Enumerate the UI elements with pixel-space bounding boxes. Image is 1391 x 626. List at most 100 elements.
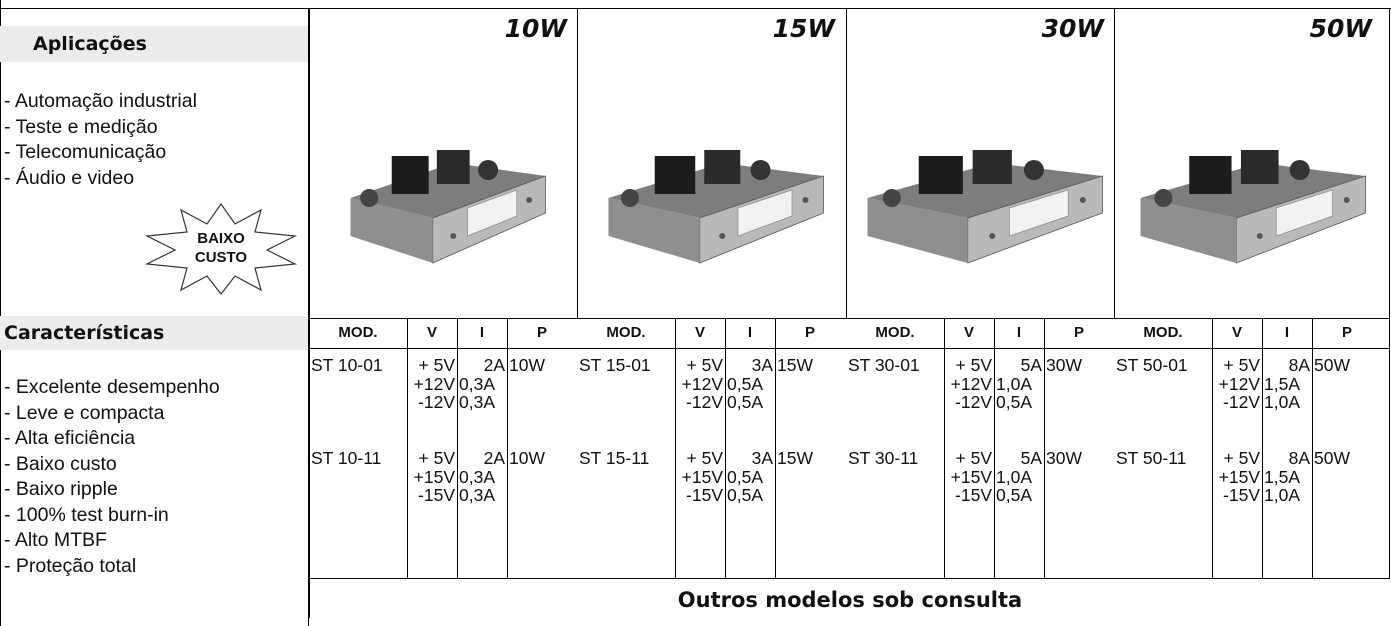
right-border (1389, 8, 1390, 318)
group-divider (846, 8, 847, 318)
column-divider (1262, 318, 1263, 578)
power-cell: 15W (777, 448, 813, 468)
column-header-v: V (1231, 324, 1242, 341)
watt-heading: 30W (1041, 14, 1104, 43)
column-header-mod: MOD. (875, 324, 915, 341)
badge-line-1: BAIXO (197, 230, 245, 247)
column-divider (725, 318, 726, 578)
power-supply-image (846, 58, 1114, 308)
model-cell: ST 50-01 (1116, 355, 1188, 375)
column-divider (1044, 318, 1045, 578)
voltage-cell: + 5V +12V -12V (681, 355, 723, 412)
power-supply-image (309, 58, 577, 308)
list-item: - Leve e compacta (4, 401, 165, 424)
caracteristicas-list: - Excelente desempenho - Leve e compacta… (4, 375, 220, 579)
watt-heading: 50W (1309, 14, 1372, 43)
group-divider (577, 8, 578, 318)
column-header-i: I (747, 324, 753, 341)
power-cell: 10W (509, 448, 545, 468)
voltage-cell: + 5V +15V -15V (413, 448, 455, 505)
power-supply-photo (608, 150, 824, 264)
starburst-icon (144, 202, 298, 295)
model-cell: ST 30-11 (848, 448, 919, 468)
voltage-cell: + 5V +15V -15V (1218, 448, 1260, 505)
power-cell: 15W (777, 355, 813, 375)
column-header-p: P (1341, 324, 1352, 341)
power-cell: 30W (1046, 355, 1082, 375)
list-item: - Proteção total (4, 554, 137, 577)
column-header-v: V (963, 324, 974, 341)
column-header-v: V (694, 324, 705, 341)
left-border (0, 0, 1, 626)
power-cell: 50W (1314, 355, 1350, 375)
column-divider (994, 318, 995, 578)
power-supply-photo (350, 150, 546, 264)
group-divider (309, 8, 310, 618)
list-item: - Baixo custo (4, 452, 117, 475)
voltage-cell: + 5V +15V -15V (681, 448, 723, 505)
column-header-p: P (1073, 324, 1084, 341)
aplicacoes-heading: Aplicações (0, 26, 308, 62)
column-header-mod: MOD. (1143, 324, 1183, 341)
power-supply-image (577, 58, 845, 308)
column-divider (775, 318, 776, 578)
list-item: - Áudio e video (4, 166, 135, 189)
column-header-mod: MOD. (338, 324, 378, 341)
column-divider (407, 318, 408, 578)
column-header-i: I (1016, 324, 1022, 341)
column-divider (944, 318, 945, 578)
divider-left-column (308, 8, 309, 626)
column-header-v: V (426, 324, 437, 341)
top-border (0, 8, 1391, 9)
voltage-cell: + 5V +15V -15V (950, 448, 992, 505)
watt-heading: 15W (772, 14, 835, 43)
model-cell: ST 15-01 (579, 355, 651, 375)
voltage-cell: + 5V +12V -12V (950, 355, 992, 412)
column-header-i: I (479, 324, 485, 341)
power-cell: 30W (1046, 448, 1082, 468)
model-cell: ST 50-11 (1116, 448, 1187, 468)
column-divider (675, 318, 676, 578)
list-item: - Automação industrial (4, 90, 197, 112)
column-header-p: P (804, 324, 815, 341)
group-divider (1114, 8, 1115, 318)
caracteristicas-heading: Características (0, 316, 308, 350)
list-item: - Baixo ripple (4, 478, 118, 500)
column-divider (1312, 318, 1313, 578)
watt-heading: 10W (504, 14, 567, 43)
badge-line-2: CUSTO (194, 249, 248, 266)
voltage-cell: + 5V +12V -12V (413, 355, 455, 412)
list-item: - Teste e medição (4, 115, 158, 138)
model-cell: ST 30-01 (848, 355, 920, 375)
list-item: - Alta eficiência (4, 427, 136, 449)
model-cell: ST 10-01 (311, 355, 383, 375)
power-supply-photo (1140, 150, 1366, 264)
grid-line (309, 578, 1390, 579)
grid-line (309, 318, 1390, 319)
column-header-i: I (1284, 324, 1290, 341)
power-supply-image (1114, 58, 1382, 308)
list-item: - Excelente desempenho (4, 376, 220, 398)
column-divider (1212, 318, 1213, 578)
list-item: - Alto MTBF (4, 529, 107, 551)
column-header-p: P (536, 324, 547, 341)
aplicacoes-list: - Automação industrial - Teste e medição… (4, 89, 197, 191)
power-cell: 50W (1314, 448, 1350, 468)
column-header-mod: MOD. (606, 324, 646, 341)
power-supply-photo (867, 150, 1103, 264)
column-divider (457, 318, 458, 578)
right-grid-border (1389, 318, 1390, 578)
voltage-cell: + 5V +12V -12V (1218, 355, 1260, 412)
baixo-custo-badge: BAIXO CUSTO (143, 202, 299, 296)
model-cell: ST 10-11 (311, 448, 382, 468)
power-cell: 10W (509, 355, 545, 375)
outros-modelos-note: Outros modelos sob consulta (677, 588, 1023, 612)
